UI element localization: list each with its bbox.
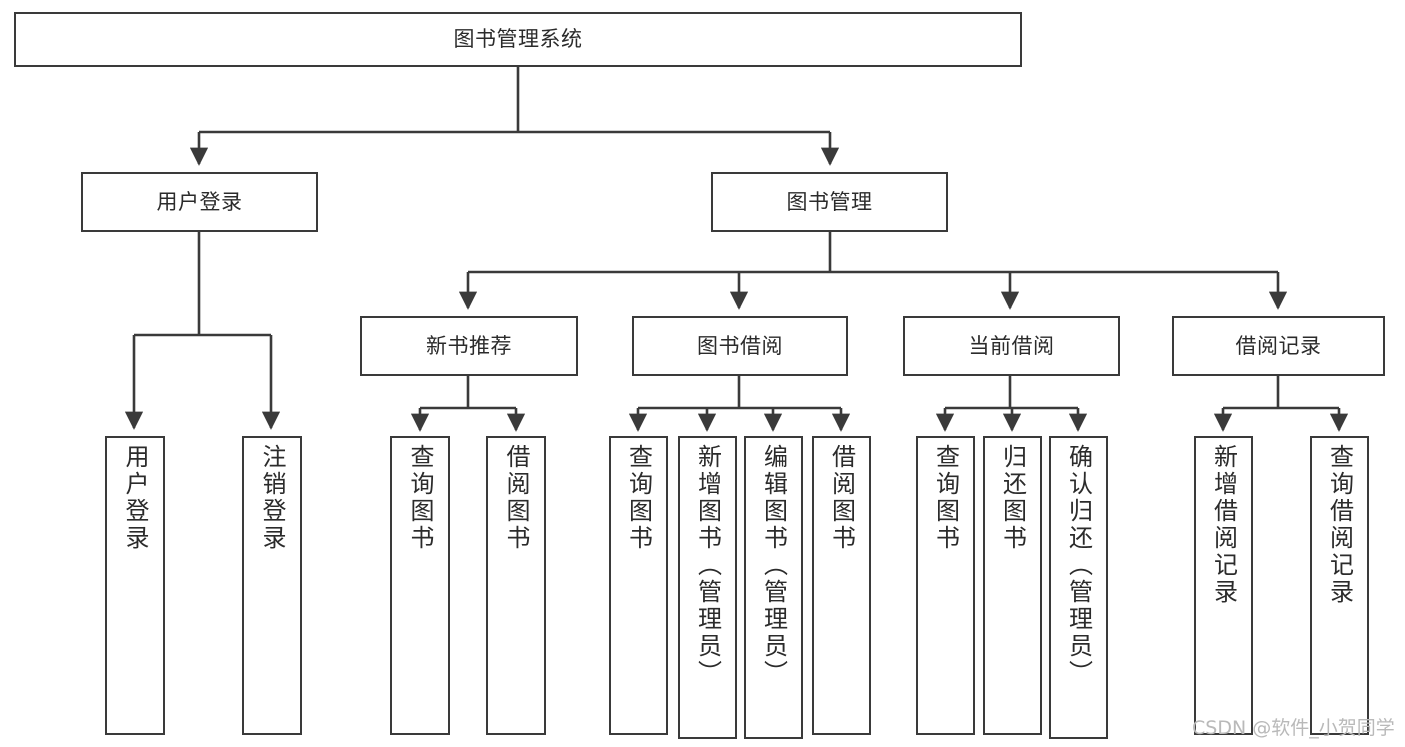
leaf-query-book-borrow[interactable]: 查询图书 <box>609 436 668 735</box>
leaf-logout-label: 注销登录 <box>258 444 286 552</box>
leaf-user-login[interactable]: 用户登录 <box>105 436 165 735</box>
node-user-login[interactable]: 用户登录 <box>81 172 318 232</box>
node-new-book-recommend-label: 新书推荐 <box>426 333 512 358</box>
node-new-book-recommend[interactable]: 新书推荐 <box>360 316 578 376</box>
node-book-borrow-label: 图书借阅 <box>697 333 783 358</box>
leaf-query-book-newbook[interactable]: 查询图书 <box>390 436 450 735</box>
node-book-management[interactable]: 图书管理 <box>711 172 948 232</box>
leaf-query-book-borrow-label: 查询图书 <box>624 444 653 552</box>
leaf-add-book-admin-label: 新增图书（管理员） <box>693 444 722 687</box>
node-borrow-record[interactable]: 借阅记录 <box>1172 316 1385 376</box>
leaf-borrow-book[interactable]: 借阅图书 <box>812 436 871 735</box>
leaf-confirm-return-admin-label: 确认归还（管理员） <box>1064 444 1093 687</box>
leaf-add-book-admin[interactable]: 新增图书（管理员） <box>678 436 737 739</box>
node-book-borrow[interactable]: 图书借阅 <box>632 316 848 376</box>
leaf-query-book-current[interactable]: 查询图书 <box>916 436 975 735</box>
leaf-borrow-book-newbook[interactable]: 借阅图书 <box>486 436 546 735</box>
leaf-query-book-newbook-label: 查询图书 <box>406 444 434 552</box>
leaf-query-borrow-record-label: 查询借阅记录 <box>1325 444 1354 606</box>
watermark: CSDN @软件_小贺同学 <box>1192 717 1395 739</box>
node-user-login-label: 用户登录 <box>156 189 243 214</box>
node-current-borrow[interactable]: 当前借阅 <box>903 316 1120 376</box>
leaf-query-book-current-label: 查询图书 <box>931 444 960 552</box>
leaf-logout[interactable]: 注销登录 <box>242 436 302 735</box>
leaf-borrow-book-label: 借阅图书 <box>827 444 856 552</box>
leaf-return-book-label: 归还图书 <box>998 444 1027 552</box>
leaf-query-borrow-record[interactable]: 查询借阅记录 <box>1310 436 1369 735</box>
leaf-return-book[interactable]: 归还图书 <box>983 436 1042 735</box>
leaf-user-login-label: 用户登录 <box>121 444 149 552</box>
leaf-edit-book-admin-label: 编辑图书（管理员） <box>759 444 788 687</box>
node-current-borrow-label: 当前借阅 <box>968 333 1055 358</box>
node-root-label: 图书管理系统 <box>453 27 583 52</box>
node-borrow-record-label: 借阅记录 <box>1235 333 1322 358</box>
node-root[interactable]: 图书管理系统 <box>14 12 1022 67</box>
leaf-confirm-return-admin[interactable]: 确认归还（管理员） <box>1049 436 1108 739</box>
leaf-borrow-book-newbook-label: 借阅图书 <box>502 444 530 552</box>
node-book-management-label: 图书管理 <box>786 189 873 214</box>
leaf-edit-book-admin[interactable]: 编辑图书（管理员） <box>744 436 803 739</box>
leaf-add-borrow-record-label: 新增借阅记录 <box>1209 444 1238 606</box>
leaf-add-borrow-record[interactable]: 新增借阅记录 <box>1194 436 1253 735</box>
